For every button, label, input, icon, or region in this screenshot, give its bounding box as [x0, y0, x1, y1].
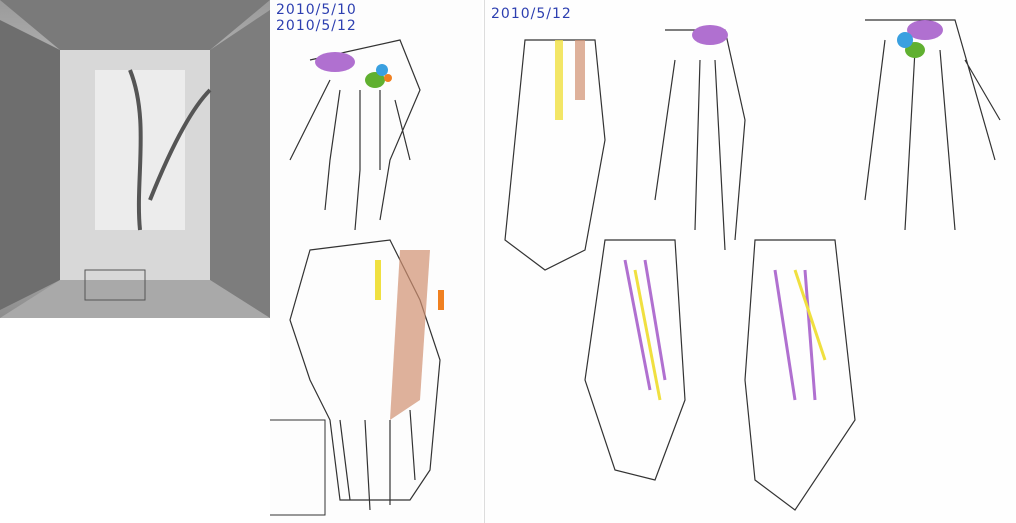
hand-anatomy-drawings — [270, 39, 444, 516]
date-label: 2010/5/10 — [276, 2, 357, 18]
date-label: 2010/5/12 — [491, 6, 572, 22]
date-label: 2010/5/12 — [276, 18, 357, 34]
hand-bones-dorsal-page: 2010/5/10 2010/5/12 — [270, 0, 482, 523]
corridor-drawing — [0, 0, 270, 318]
hand-tendon-drawings — [504, 19, 1001, 511]
hand-tendons-page: 2010/5/12 — [484, 0, 1016, 523]
pencil-corridor-sketch — [0, 0, 270, 318]
